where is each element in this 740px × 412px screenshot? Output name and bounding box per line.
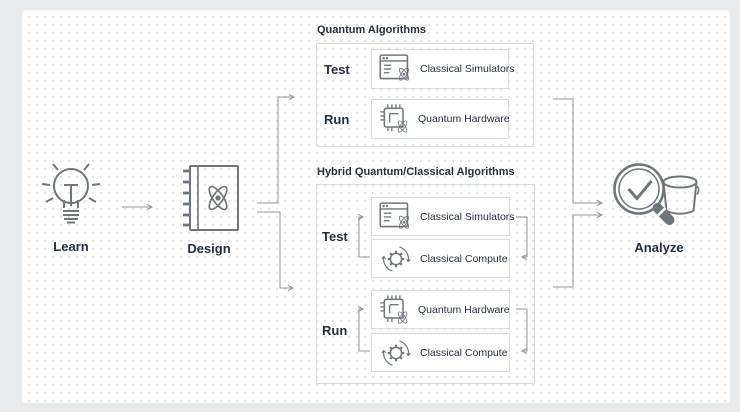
step-label-design: Design xyxy=(187,241,231,256)
card-label: Quantum Hardware xyxy=(418,303,510,316)
quantum-box xyxy=(316,43,534,147)
step-analyze: Analyze xyxy=(606,158,712,255)
hybrid-test-loop-right xyxy=(516,216,528,261)
quantum-box-title: Quantum Algorithms xyxy=(317,24,426,36)
card-hybrid-run-classical-compute: Classical Compute xyxy=(371,333,510,372)
arrow-design-to-hybrid-box xyxy=(257,211,295,292)
hybrid-test-label: Test xyxy=(322,229,348,244)
hybrid-run-label: Run xyxy=(322,323,348,338)
chip-atom-icon xyxy=(379,103,411,135)
gear-cycle-icon xyxy=(379,336,413,370)
hybrid-box xyxy=(316,184,535,384)
card-label: Classical Compute xyxy=(420,346,508,359)
arrow-quantum-box-to-analyze xyxy=(553,98,604,207)
card-label: Classical Simulators xyxy=(420,210,515,223)
card-label: Classical Compute xyxy=(420,252,508,265)
hybrid-test-loop-left xyxy=(357,213,370,258)
hybrid-run-loop-right xyxy=(516,308,528,355)
step-label-analyze: Analyze xyxy=(634,240,684,255)
step-design: Design xyxy=(175,162,243,256)
chip-atom-icon xyxy=(379,294,411,326)
browser-atom-icon xyxy=(379,54,413,84)
card-quantum-test-classical-simulators: Classical Simulators xyxy=(371,49,515,89)
lightbulb-icon xyxy=(39,158,103,236)
card-hybrid-test-classical-simulators: Classical Simulators xyxy=(371,197,515,236)
quantum-run-label: Run xyxy=(324,112,350,127)
card-quantum-run-quantum-hardware: Quantum Hardware xyxy=(371,99,510,139)
browser-atom-icon xyxy=(379,202,413,232)
step-label-learn: Learn xyxy=(53,239,89,254)
hybrid-box-title: Hybrid Quantum/Classical Algorithms xyxy=(317,166,515,178)
step-learn: Learn xyxy=(38,158,104,254)
card-hybrid-test-classical-compute: Classical Compute xyxy=(371,239,510,278)
magnifier-check-bucket-icon xyxy=(606,158,712,244)
quantum-test-label: Test xyxy=(324,62,350,77)
hybrid-run-loop-left xyxy=(357,305,370,352)
gear-cycle-icon xyxy=(379,242,413,276)
notebook-atom-icon xyxy=(175,162,243,238)
card-label: Quantum Hardware xyxy=(418,113,510,125)
card-label: Classical Simulators xyxy=(420,63,515,75)
arrow-hybrid-box-to-analyze xyxy=(553,211,604,288)
card-hybrid-run-quantum-hardware: Quantum Hardware xyxy=(371,290,510,329)
arrow-design-to-quantum-box xyxy=(257,93,296,204)
